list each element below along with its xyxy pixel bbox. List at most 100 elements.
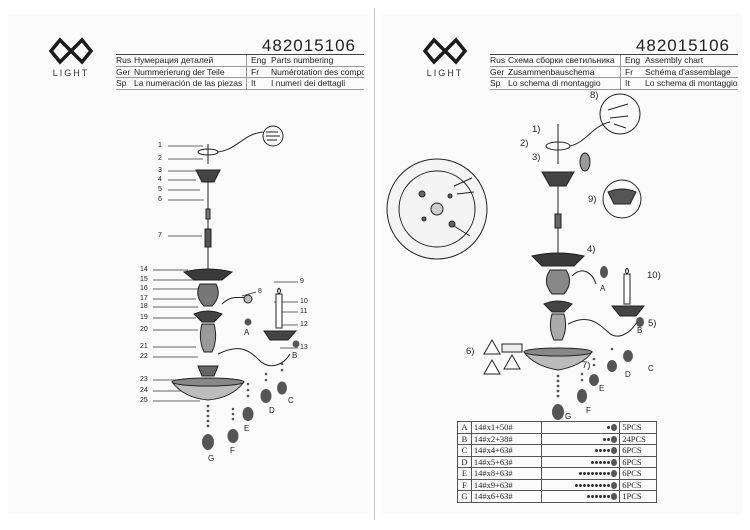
spec-letter: F — [457, 478, 472, 491]
spec-letter: E — [457, 467, 472, 480]
header-row: Ger Zusammenbauschema Fr Schéma d'assemb… — [490, 66, 738, 78]
lang-code: Fr — [251, 66, 260, 77]
lang-code: Rus — [116, 55, 132, 65]
bead-icon — [607, 483, 611, 487]
part-number: 22 — [140, 353, 148, 360]
lang-code: Eng — [251, 55, 267, 65]
crystal-spec-table: A 14#x1+50# 5PCS B 14#x2+38# 24PCS C 14#… — [457, 421, 657, 503]
bead-icon — [603, 449, 607, 452]
language-header-table: Rus Схема сборки светильника Eng Assembl… — [490, 54, 738, 90]
assembly-step-label: 8) — [590, 90, 599, 101]
bead-icon — [603, 472, 607, 475]
bead-icon — [607, 449, 611, 452]
spec-code: 14#x9+63# — [470, 478, 542, 491]
part-number: 4 — [158, 176, 162, 183]
bead-icon — [603, 460, 607, 464]
crystal-drop-icon — [611, 470, 618, 477]
header-row: Sp Lo schema di montaggio It Lo schema d… — [490, 78, 738, 90]
bead-icon — [587, 472, 591, 475]
bead-icon — [579, 472, 583, 475]
part-number: 1 — [158, 142, 162, 149]
language-header-table: Rus Нумерация деталей Eng Parts numberin… — [116, 54, 364, 90]
spec-letter: A — [457, 421, 472, 434]
header-row: Rus Схема сборки светильника Eng Assembl… — [490, 55, 738, 67]
assembly-step-label: 3) — [532, 152, 541, 163]
spec-bead-image — [540, 444, 621, 457]
bead-icon — [595, 449, 599, 452]
bead-icon — [579, 483, 583, 487]
bead-icon — [587, 495, 591, 498]
bead-icon — [583, 472, 587, 475]
assembly-step-label: 5) — [648, 318, 657, 329]
part-number: 23 — [140, 376, 148, 383]
crystal-drop-icon — [611, 447, 618, 454]
spec-bead-image — [540, 478, 621, 491]
part-number: 14 — [140, 266, 148, 273]
logo-text: LIGHT — [426, 68, 464, 78]
crystal-drop-icon — [611, 481, 618, 489]
spec-code: 14#x8+63# — [470, 467, 542, 480]
crystal-label: D — [625, 370, 631, 379]
spec-qty: 6PCS — [619, 467, 657, 480]
logo-mark-icon — [422, 37, 468, 65]
bead-icon — [599, 472, 603, 475]
bead-string-icon — [579, 470, 618, 477]
bead-string-icon — [603, 435, 618, 443]
bead-icon — [591, 483, 595, 487]
part-number: 17 — [140, 295, 148, 302]
part-number: 7 — [158, 232, 162, 239]
crystal-label: B — [637, 326, 643, 335]
crystal-label: C — [648, 364, 654, 373]
logo-text: LIGHT — [52, 68, 90, 78]
bead-icon — [599, 460, 603, 464]
lang-code: Eng — [625, 55, 641, 65]
lang-code: It — [251, 78, 256, 88]
spec-qty: 1PCS — [619, 490, 657, 503]
spec-row: G 14#x6+63# 1PCS — [457, 490, 657, 503]
lang-text: Assembly chart — [645, 55, 704, 65]
assembly-step-label: 2) — [520, 138, 529, 149]
crystal-label: A — [244, 328, 250, 337]
crystal-label: G — [565, 412, 572, 421]
spec-row: D 14#x5+63# 6PCS — [457, 455, 657, 468]
spec-code: 14#x5+63# — [470, 455, 542, 468]
bead-icon — [591, 472, 595, 475]
crystal-label: B — [292, 351, 298, 360]
lang-text: Parts numbering — [271, 55, 334, 65]
part-number: 2 — [158, 155, 162, 162]
lang-code: Ger — [490, 66, 505, 77]
part-number: 13 — [300, 344, 308, 351]
mw-light-logo: LIGHT — [420, 36, 470, 84]
spec-code: 14#x2+38# — [470, 432, 542, 445]
lang-text: Lo schema di montaggio — [508, 78, 621, 89]
crystal-drop-icon — [611, 458, 618, 466]
spec-row: E 14#x8+63# 6PCS — [457, 467, 657, 480]
crystal-label: D — [269, 406, 275, 415]
lang-code: Fr — [625, 66, 634, 77]
bead-icon — [607, 426, 611, 429]
spec-row: B 14#x2+38# 24PCS — [457, 432, 657, 445]
lang-text: Lo schema di montaggio — [645, 78, 738, 88]
part-number: 9 — [300, 278, 304, 285]
crystal-label: E — [244, 424, 250, 433]
bead-icon — [595, 495, 599, 498]
lang-code: Sp — [490, 78, 501, 88]
spec-letter: C — [457, 444, 472, 457]
bead-icon — [599, 449, 603, 452]
bead-icon — [583, 483, 587, 487]
lang-code: Rus — [490, 55, 506, 65]
bead-string-icon — [591, 458, 618, 466]
spec-bead-image — [540, 432, 621, 445]
crystal-label: A — [600, 284, 606, 293]
spec-code: 14#x4+63# — [470, 444, 542, 457]
bead-string-icon — [607, 424, 618, 431]
assembly-step-label: 4) — [587, 244, 596, 255]
part-number: 6 — [158, 196, 162, 203]
bead-icon — [607, 472, 611, 475]
crystal-drop-icon — [611, 493, 618, 500]
parts-numbering-page: LIGHT 482015106 Rus Нумерация деталей En… — [8, 14, 368, 514]
spec-row: F 14#x9+63# 6PCS — [457, 478, 657, 491]
bead-icon — [591, 495, 595, 498]
lang-text: La numeración de las piezas — [134, 78, 247, 89]
header-row: Rus Нумерация деталей Eng Parts numberin… — [116, 55, 364, 67]
